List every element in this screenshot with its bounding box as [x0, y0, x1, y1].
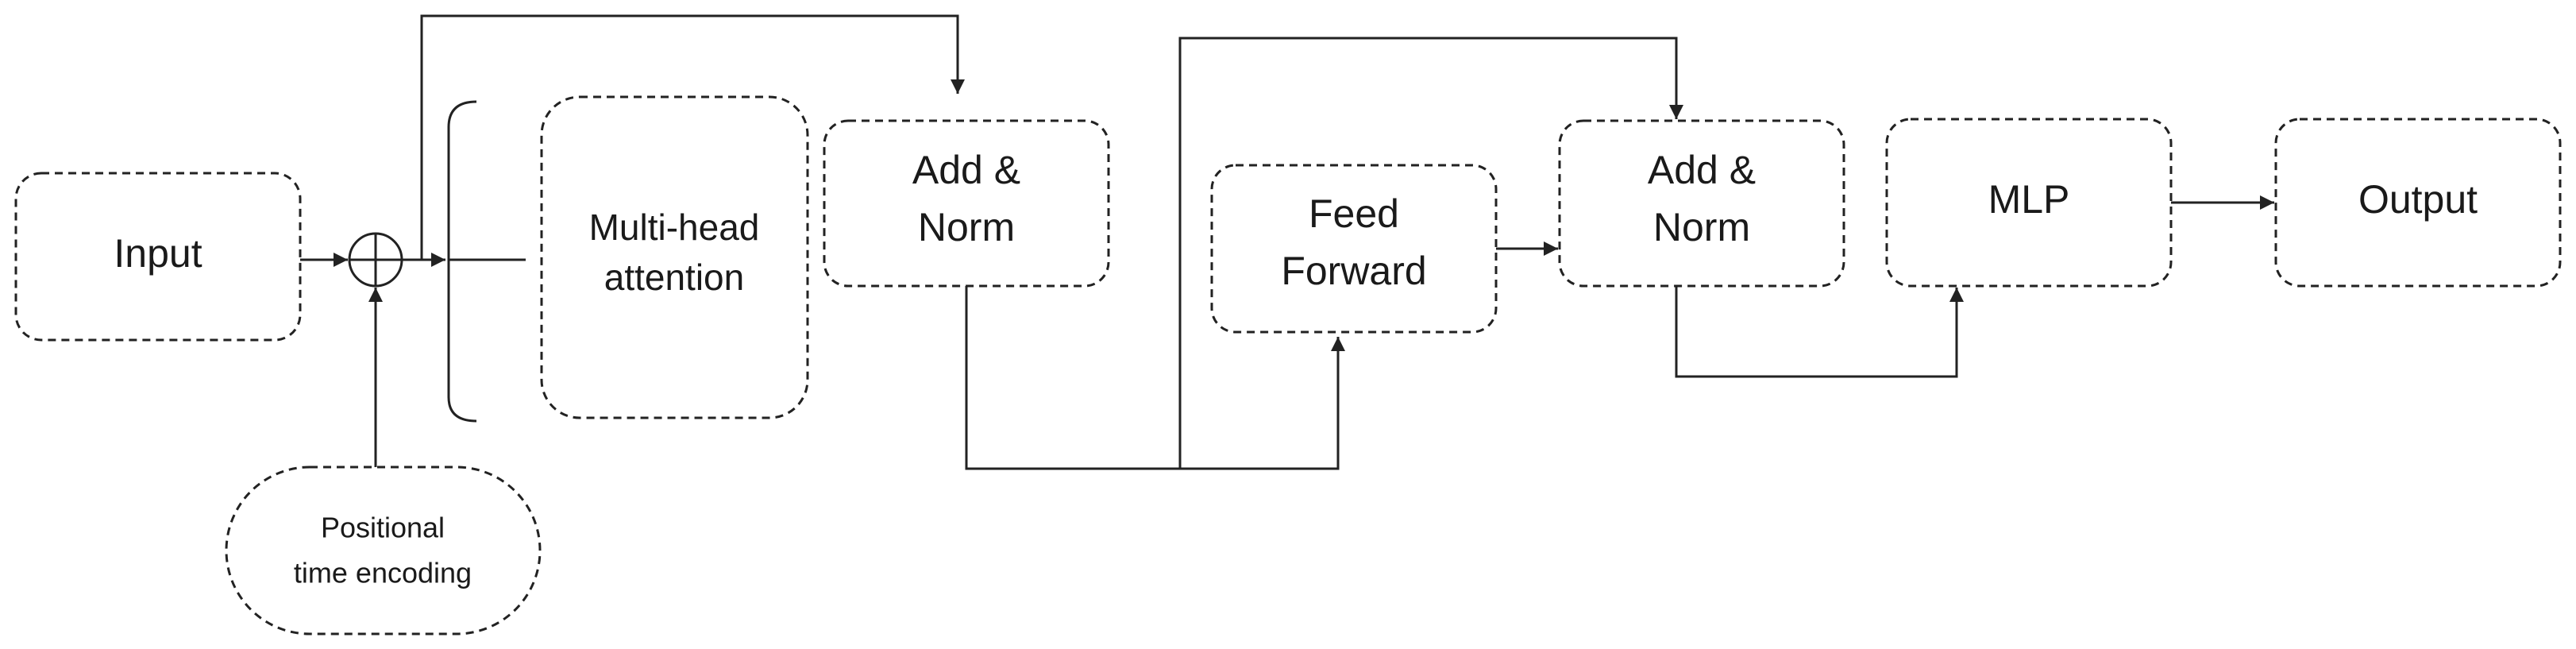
residual-skip-1-arrow [420, 14, 965, 260]
mlp-label: MLP [1988, 177, 2070, 222]
feed-forward-label-line2: Forward [1281, 249, 1426, 293]
positional-encoding-node [225, 466, 542, 635]
positional-label-line1: Positional [321, 512, 445, 544]
add-norm-2-to-mlp-arrow [1675, 286, 1964, 378]
add-norm-2-label-line2: Norm [1653, 205, 1750, 249]
feed-forward-node [1210, 164, 1498, 334]
add-norm-1-label-line1: Add & [912, 148, 1020, 192]
add-norm-1-node [823, 119, 1110, 288]
feed-forward-label-line1: Feed [1309, 191, 1399, 236]
output-node [2274, 118, 2562, 288]
add-norm-2-node [1558, 119, 1845, 288]
sum-node [348, 232, 403, 288]
input-node [14, 172, 302, 342]
attention-label-line2: attention [604, 257, 744, 298]
input-label: Input [114, 231, 202, 276]
attention-input-bracket [447, 100, 477, 423]
multi-head-attention-node [540, 95, 809, 419]
output-label: Output [2358, 177, 2478, 222]
add-norm-1-to-feed-forward-arrow [965, 286, 1345, 470]
residual-skip-2-arrow [1178, 37, 1683, 469]
positional-label-line2: time encoding [294, 557, 472, 589]
mlp-node [1885, 118, 2173, 288]
add-norm-2-label-line1: Add & [1648, 148, 1756, 192]
attention-label-line1: Multi-head [589, 207, 760, 248]
add-norm-1-label-line2: Norm [918, 205, 1015, 249]
